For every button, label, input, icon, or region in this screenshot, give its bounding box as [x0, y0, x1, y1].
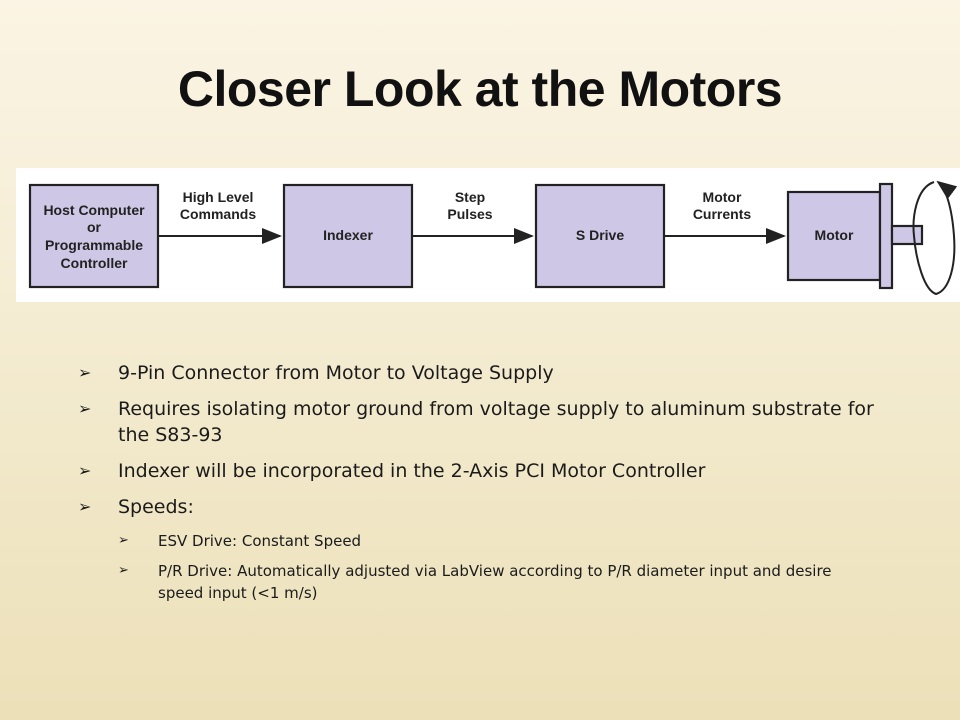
- motor-block: [786, 190, 882, 282]
- arrow-1-label-line-2: Commands: [180, 206, 256, 222]
- bullet-isolation: ➢ Requires isolating motor ground from v…: [78, 396, 878, 448]
- bullet-text: Indexer will be incorporated in the 2-Ax…: [118, 460, 706, 482]
- sub-bullet-esv: ➢ ESV Drive: Constant Speed: [78, 530, 878, 552]
- sub-bullet-pr: ➢ P/R Drive: Automatically adjusted via …: [78, 560, 878, 604]
- s-drive-block: [534, 183, 666, 289]
- rotation-arrow-icon: [912, 180, 958, 296]
- indexer-block: [282, 183, 414, 289]
- motor-shaft: [890, 224, 924, 246]
- sub-bullet-text: ESV Drive: Constant Speed: [158, 532, 362, 550]
- arrow-bullet-icon: ➢: [78, 461, 92, 480]
- host-controller-block: [28, 183, 160, 289]
- slide-title: Closer Look at the Motors: [177, 61, 783, 117]
- arrow-bullet-icon: ➢: [118, 533, 129, 548]
- motor-block-diagram: Host Computer or Programmable Controller…: [16, 168, 960, 302]
- bullet-speeds: ➢ Speeds:: [78, 494, 878, 520]
- s-drive-block-label: S Drive: [576, 227, 624, 243]
- bullet-list: ➢ 9-Pin Connector from Motor to Voltage …: [78, 360, 878, 612]
- motor-block-label: Motor: [815, 227, 854, 243]
- bullet-connector: ➢ 9-Pin Connector from Motor to Voltage …: [78, 360, 878, 386]
- arrow-2-label-line-2: Pulses: [447, 206, 492, 222]
- arrow-bullet-icon: ➢: [78, 399, 92, 418]
- arrow-bullet-icon: ➢: [78, 363, 92, 382]
- arrow-2-label-line-1: Step: [455, 189, 485, 205]
- arrow-bullet-icon: ➢: [118, 563, 129, 578]
- sub-bullet-text: P/R Drive: Automatically adjusted via La…: [158, 562, 832, 602]
- arrow-3-label-line-2: Currents: [693, 206, 752, 222]
- indexer-block-label: Indexer: [323, 227, 373, 243]
- bullet-text: Requires isolating motor ground from vol…: [118, 398, 874, 446]
- host-block-line-3: Programmable: [45, 237, 143, 253]
- arrow-1-label-line-1: High Level: [183, 189, 254, 205]
- host-block-line-1: Host Computer: [43, 202, 145, 218]
- bullet-text: 9-Pin Connector from Motor to Voltage Su…: [118, 362, 554, 384]
- host-block-line-2: or: [87, 219, 102, 235]
- arrow-3-label-line-1: Motor: [703, 189, 742, 205]
- host-block-line-4: Controller: [61, 255, 128, 271]
- motor-flange: [878, 182, 894, 290]
- bullet-text: Speeds:: [118, 496, 194, 518]
- arrow-bullet-icon: ➢: [78, 497, 92, 516]
- bullet-indexer: ➢ Indexer will be incorporated in the 2-…: [78, 458, 878, 484]
- diagram-svg: Host Computer or Programmable Controller…: [28, 180, 958, 296]
